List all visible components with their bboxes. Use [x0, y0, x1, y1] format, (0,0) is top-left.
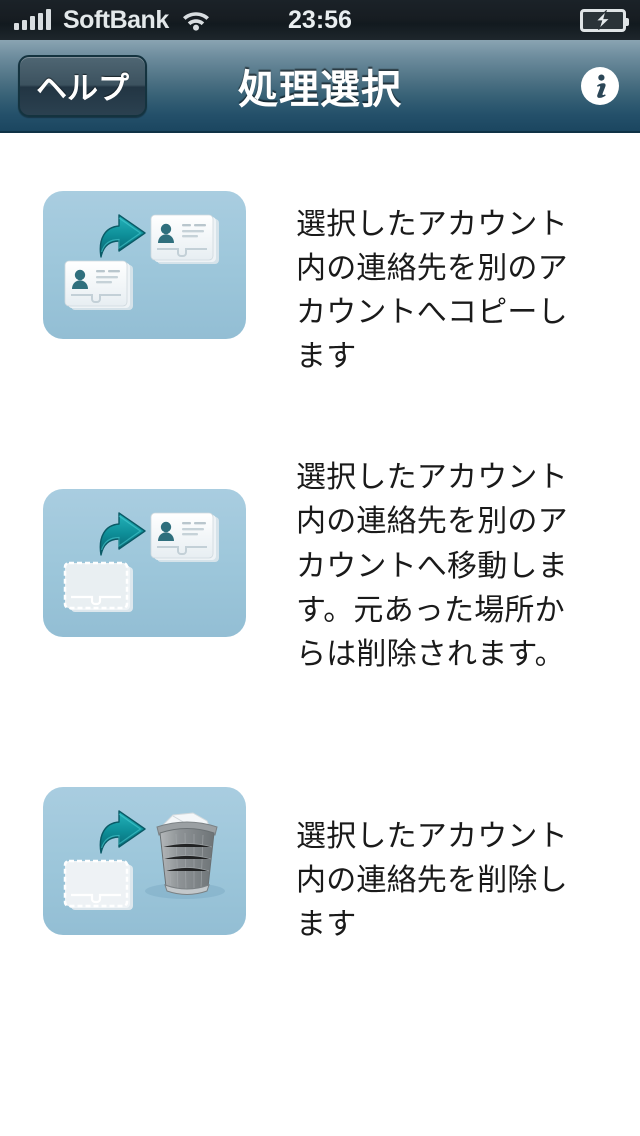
option-row-move[interactable]: 選択したアカウント内の連絡先を別のアカウントへ移動します。元あった場所からは削除…	[0, 461, 640, 676]
options-list: 選択したアカウント内の連絡先を別のアカウントへコピーします	[0, 133, 640, 1136]
option-description: 選択したアカウント内の連絡先を削除します	[296, 819, 568, 942]
option-row-copy[interactable]: 選択したアカウント内の連絡先を別のアカウントへコピーします	[0, 191, 640, 379]
signal-strength-icon	[14, 9, 51, 30]
copy-contacts-icon[interactable]	[43, 191, 246, 339]
navigation-bar: ヘルプ 処理選択	[0, 40, 640, 133]
option-description: 選択したアカウント内の連絡先を別のアカウントへ移動します。元あった場所からは削除…	[296, 461, 568, 671]
battery-charging-icon	[580, 8, 629, 32]
move-contacts-icon[interactable]	[43, 489, 246, 638]
status-bar-right	[580, 8, 629, 32]
info-circle-icon[interactable]	[578, 64, 622, 108]
option-row-delete[interactable]: 選択したアカウント内の連絡先を削除します	[0, 786, 640, 947]
status-bar-left: SoftBank	[14, 5, 211, 34]
carrier-label: SoftBank	[63, 5, 169, 34]
option-description: 選択したアカウント内の連絡先を別のアカウントへコピーします	[296, 208, 568, 374]
help-button[interactable]: ヘルプ	[18, 54, 147, 117]
wifi-icon	[181, 9, 211, 31]
delete-contacts-icon[interactable]	[43, 786, 246, 935]
status-bar: SoftBank 23:56	[0, 0, 640, 40]
